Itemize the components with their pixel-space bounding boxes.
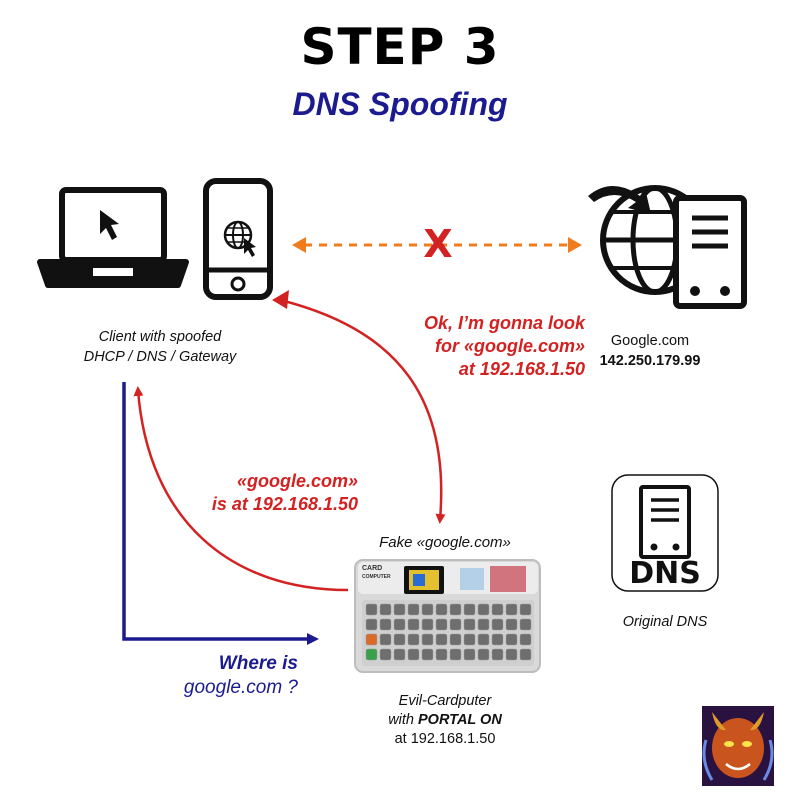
red-arrow-head — [272, 290, 289, 309]
client-caption: Client with spoofed DHCP / DNS / Gateway — [55, 327, 265, 367]
lookup-message-line1: Ok, I’m gonna look — [423, 313, 585, 333]
fake-google-label: Fake «google.com» — [379, 534, 511, 551]
lookup-message-line3: at 192.168.1.50 — [458, 359, 585, 379]
lookup-message: Ok, I’m gonna look for «google.com» at 1… — [350, 312, 585, 381]
page-title: STEP 3 — [300, 18, 500, 76]
demon-avatar-icon — [702, 706, 774, 786]
dns-server-icon — [611, 474, 719, 592]
google-caption: Google.com 142.250.179.99 — [560, 331, 740, 371]
red-arrow-response — [133, 386, 349, 592]
query-message-line2: google.com ? — [183, 677, 298, 698]
device-screen-text-1: CARD — [362, 565, 383, 572]
blocked-connection-arrow — [292, 237, 582, 253]
blocked-x-mark: X — [423, 222, 453, 266]
device-caption-prefix: with — [388, 712, 419, 728]
device-caption-line3: at 192.168.1.50 — [394, 731, 496, 747]
globe-server-icon — [588, 185, 747, 309]
device-portal-status: PORTAL ON — [418, 712, 502, 728]
device-caption: Evil-Cardputer with PORTAL ON at 192.168… — [340, 692, 550, 749]
response-message-line1: «google.com» — [236, 471, 358, 491]
laptop-icon — [37, 187, 189, 288]
red-arrow-request — [279, 298, 446, 524]
device-screen-text: CARD COMPUTER — [362, 565, 402, 581]
query-message: Where is google.com ? — [118, 652, 298, 700]
original-dns-caption: Original DNS — [622, 614, 708, 630]
page-subtitle: DNS Spoofing — [292, 86, 508, 122]
device-screen-text-2: COMPUTER — [362, 574, 391, 580]
blue-arrow-query — [122, 382, 319, 645]
device-caption-line2: with PORTAL ON — [340, 711, 550, 730]
response-message: «google.com» is at 192.168.1.50 — [168, 470, 358, 516]
dns-icon-label: DNS — [629, 556, 701, 591]
smartphone-icon — [203, 178, 273, 300]
google-name: Google.com — [610, 333, 690, 349]
client-caption-line1: Client with spoofed — [98, 329, 222, 345]
response-message-line2: is at 192.168.1.50 — [211, 494, 358, 514]
google-ip: 142.250.179.99 — [599, 353, 701, 369]
query-message-line1: Where is — [218, 653, 298, 674]
lookup-message-line2: for «google.com» — [434, 336, 585, 356]
client-caption-line2: DHCP / DNS / Gateway — [83, 349, 237, 365]
cardputer-device — [354, 559, 541, 673]
device-caption-line1: Evil-Cardputer — [398, 693, 492, 709]
